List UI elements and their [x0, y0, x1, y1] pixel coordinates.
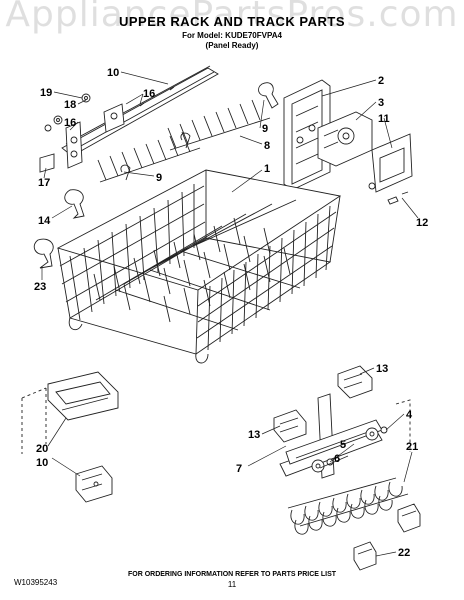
callout-16: 16 — [143, 88, 155, 100]
adjuster-cover — [371, 133, 413, 193]
cup-shelf-wire — [287, 477, 409, 535]
callout-18: 18 — [64, 99, 76, 111]
tine-row-upper — [167, 99, 271, 151]
leader-lines — [41, 71, 419, 557]
callout-5: 5 — [340, 439, 346, 451]
adjuster-housing — [283, 79, 331, 191]
model-line: For Model: KUDE70FVPA4 — [182, 31, 282, 40]
callout-21: 21 — [406, 441, 418, 453]
callout-9: 9 — [262, 123, 268, 135]
callout-13: 13 — [376, 363, 388, 375]
callout-16b: 16 — [64, 117, 76, 129]
upper-track-rail — [61, 65, 219, 169]
callout-7: 7 — [236, 463, 242, 475]
callout-3: 3 — [378, 97, 384, 109]
tine-clip — [258, 82, 279, 109]
wheel-part — [311, 426, 388, 473]
tine-row-lower — [97, 131, 201, 183]
callout-19: 19 — [40, 87, 52, 99]
callout-20: 20 — [36, 443, 48, 455]
document-number: W10395243 — [14, 578, 58, 587]
adjuster-clip — [33, 238, 54, 269]
latch-part — [75, 465, 113, 503]
end-cap-part — [273, 365, 373, 443]
callout-11: 11 — [378, 113, 390, 125]
callout-13b: 13 — [248, 429, 260, 441]
callout-22: 22 — [398, 547, 410, 559]
callout-23: 23 — [34, 281, 46, 293]
callout-1: 1 — [264, 163, 270, 175]
ordering-note: FOR ORDERING INFORMATION REFER TO PARTS … — [127, 571, 337, 578]
detail-frame — [395, 399, 411, 452]
callout-12: 12 — [416, 217, 428, 229]
upper-rack-basket — [56, 169, 342, 364]
callout-6: 6 — [334, 453, 340, 465]
callout-10: 10 — [36, 457, 48, 469]
callout-4: 4 — [406, 409, 413, 421]
handle-part — [47, 371, 119, 421]
page-number: 11 — [227, 580, 237, 589]
callout-9b: 9 — [156, 172, 162, 184]
detail-frame — [21, 387, 47, 454]
callout-17: 17 — [38, 177, 50, 189]
page-title: UPPER RACK AND TRACK PARTS — [118, 14, 346, 29]
callout-labels: 10 16 19 18 16 17 14 23 1 9 8 9 2 3 11 1… — [34, 67, 428, 559]
rack-clip — [64, 189, 85, 219]
callout-15: 10 — [107, 67, 119, 79]
callout-8: 8 — [264, 140, 270, 152]
shelf-clip — [353, 503, 421, 571]
screw-part — [368, 182, 409, 205]
panel-line: (Panel Ready) — [205, 41, 259, 50]
stop-block — [39, 153, 55, 173]
callout-2: 2 — [378, 75, 384, 87]
callout-14: 14 — [38, 215, 51, 227]
